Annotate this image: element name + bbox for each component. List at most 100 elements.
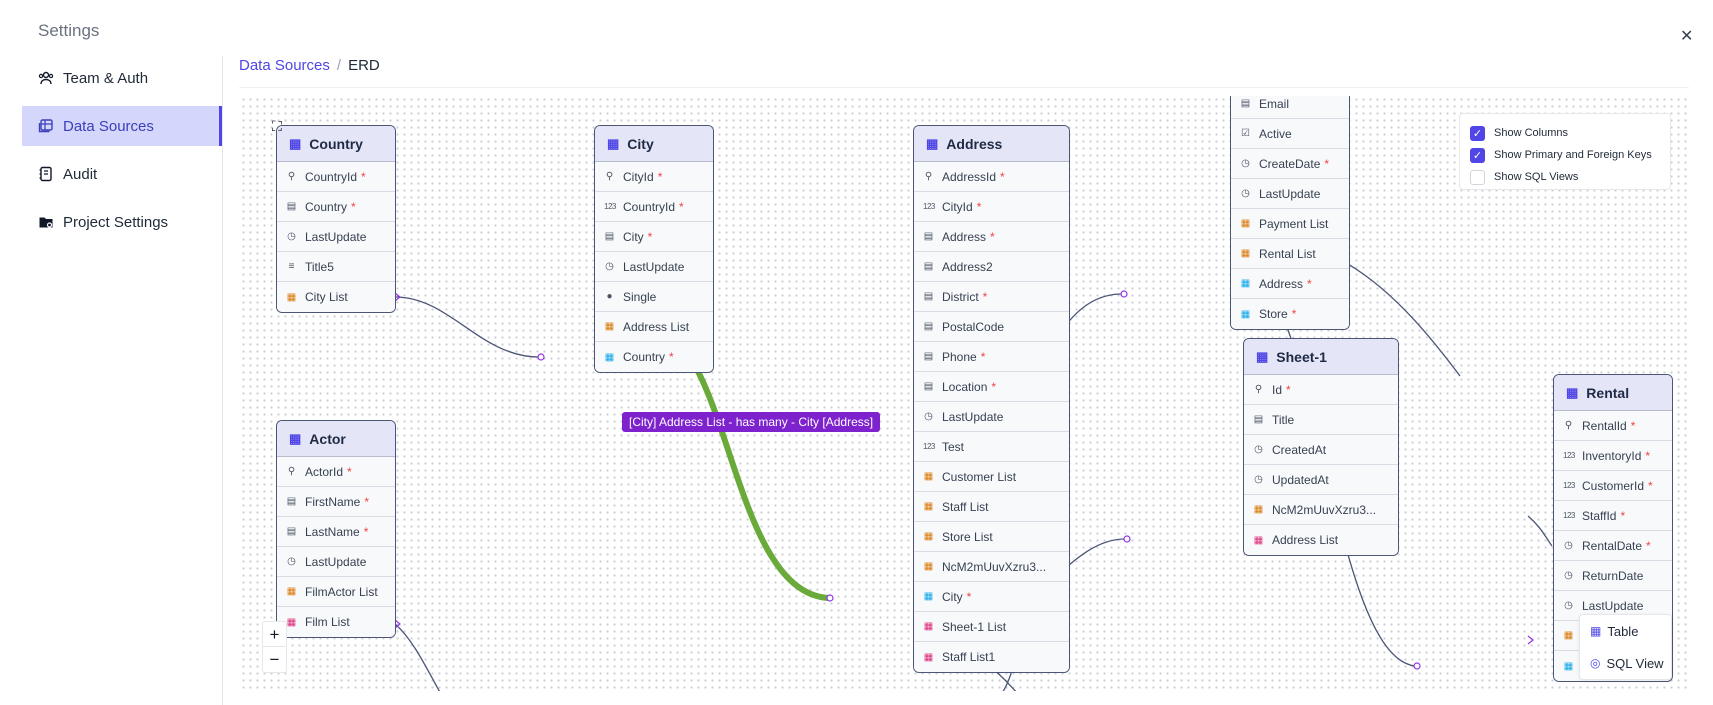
table-node-actor[interactable]: ▦Actor⚲ActorId*▤FirstName*▤LastName*◷Las… xyxy=(276,420,396,638)
column-row[interactable]: ◷LastUpdate xyxy=(595,252,713,282)
column-row[interactable]: ▦Payment List xyxy=(1231,209,1349,239)
table-header[interactable]: ▦Sheet-1 xyxy=(1244,339,1398,375)
column-name: CityId xyxy=(942,199,973,214)
text-field-icon: ▤ xyxy=(286,201,297,212)
sidebar-item-data-sources[interactable]: Data Sources xyxy=(22,106,222,146)
erd-canvas[interactable]: ▦Country⚲CountryId*▤Country*◷LastUpdate≡… xyxy=(240,96,1690,691)
table-node-partial[interactable]: ▤Email☑Active◷CreateDate*◷LastUpdate▦Pay… xyxy=(1230,96,1350,330)
column-row[interactable]: ▦City List xyxy=(277,282,395,312)
column-row[interactable]: ⚲Id* xyxy=(1244,375,1398,405)
required-marker: * xyxy=(1307,276,1312,291)
column-row[interactable]: ▦Address List xyxy=(595,312,713,342)
column-row[interactable]: ⚲CityId* xyxy=(595,162,713,192)
table-header[interactable]: ▦Country xyxy=(277,126,395,162)
column-row[interactable]: ⚲CountryId* xyxy=(277,162,395,192)
column-row[interactable]: ▦Sheet-1 List xyxy=(914,612,1069,642)
column-row[interactable]: ▦Address* xyxy=(1231,269,1349,299)
column-row[interactable]: ▦NcM2mUuvXzru3... xyxy=(914,552,1069,582)
column-row[interactable]: ▦City* xyxy=(914,582,1069,612)
close-icon[interactable]: ✕ xyxy=(1680,28,1694,45)
table-header[interactable]: ▦Rental xyxy=(1554,375,1672,411)
column-row[interactable]: ▦Store* xyxy=(1231,299,1349,329)
option-show-sql-views[interactable]: Show SQL Views xyxy=(1470,166,1660,188)
key-icon: ⚲ xyxy=(287,466,296,477)
sidebar-item-project-settings[interactable]: Project Settings xyxy=(22,202,222,242)
column-row[interactable]: ◷UpdatedAt xyxy=(1244,465,1398,495)
fullscreen-icon[interactable]: ⛶ xyxy=(272,118,282,134)
checkbox-unchecked-icon[interactable] xyxy=(1470,169,1485,185)
column-name: Staff List xyxy=(942,499,989,514)
column-row[interactable]: ▤Address* xyxy=(914,222,1069,252)
column-row[interactable]: ▤Country* xyxy=(277,192,395,222)
table-header[interactable]: ▦City xyxy=(595,126,713,162)
table-header[interactable]: ▦Address xyxy=(914,126,1069,162)
column-row[interactable]: ▦NcM2mUuvXzru3... xyxy=(1244,495,1398,525)
breadcrumb-data-sources-link[interactable]: Data Sources xyxy=(239,57,330,74)
column-row[interactable]: ☑Active xyxy=(1231,119,1349,149)
column-row[interactable]: ▦Store List xyxy=(914,522,1069,552)
column-row[interactable]: ▦Staff List1 xyxy=(914,642,1069,672)
column-row[interactable]: ▦Address List xyxy=(1244,525,1398,555)
column-row[interactable]: ◷CreatedAt xyxy=(1244,435,1398,465)
edge-actor-film[interactable] xyxy=(394,623,445,691)
column-row[interactable]: ◷LastUpdate xyxy=(914,402,1069,432)
column-name: Film List xyxy=(305,615,350,629)
column-row[interactable]: ≡Title5 xyxy=(277,252,395,282)
required-marker: * xyxy=(351,199,356,214)
column-row[interactable]: ◷LastUpdate xyxy=(277,222,395,252)
column-row[interactable]: ▤Address2 xyxy=(914,252,1069,282)
column-row[interactable]: ▤District* xyxy=(914,282,1069,312)
menu-item-table[interactable]: ▦Table xyxy=(1580,615,1671,647)
column-row[interactable]: ◷RentalDate* xyxy=(1554,531,1672,561)
column-row[interactable]: ▤PostalCode xyxy=(914,312,1069,342)
column-row[interactable]: ▤Title xyxy=(1244,405,1398,435)
column-row[interactable]: ⚲ActorId* xyxy=(277,457,395,487)
column-row[interactable]: ▦Staff List xyxy=(914,492,1069,522)
column-row[interactable]: ◷LastUpdate xyxy=(1231,179,1349,209)
column-row[interactable]: ▤City* xyxy=(595,222,713,252)
zoom-out-button[interactable]: − xyxy=(269,650,280,669)
data-sources-icon xyxy=(38,118,54,134)
column-row[interactable]: ▦Film List xyxy=(277,607,395,637)
column-name: Address xyxy=(942,229,987,244)
column-row[interactable]: ◷CreateDate* xyxy=(1231,149,1349,179)
column-row[interactable]: ▦Customer List xyxy=(914,462,1069,492)
menu-item-sql-view[interactable]: ◎SQL View xyxy=(1580,647,1671,679)
column-row[interactable]: ⚲RentalId* xyxy=(1554,411,1672,441)
column-row[interactable]: ▤Location* xyxy=(914,372,1069,402)
column-row[interactable]: ▦Rental List xyxy=(1231,239,1349,269)
column-row[interactable]: ◷ReturnDate xyxy=(1554,561,1672,591)
table-icon: ▦ xyxy=(289,135,302,151)
column-row[interactable]: ▦FilmActor List xyxy=(277,577,395,607)
option-show-columns[interactable]: ✓Show Columns xyxy=(1470,122,1660,144)
table-name: Rental xyxy=(1586,384,1630,401)
zoom-in-button[interactable]: + xyxy=(263,622,286,647)
column-row[interactable]: ●Single xyxy=(595,282,713,312)
column-row[interactable]: ⚲AddressId* xyxy=(914,162,1069,192)
column-name: Sheet-1 List xyxy=(942,619,1007,634)
column-row[interactable]: ▤LastName* xyxy=(277,517,395,547)
table-header[interactable]: ▦Actor xyxy=(277,421,395,457)
column-row[interactable]: ▤Email xyxy=(1231,96,1349,119)
table-node-sheet-1[interactable]: ▦Sheet-1⚲Id*▤Title◷CreatedAt◷UpdatedAt▦N… xyxy=(1243,338,1399,556)
checkbox-checked-icon[interactable]: ✓ xyxy=(1470,125,1485,141)
column-row[interactable]: ▤FirstName* xyxy=(277,487,395,517)
edge-country-city[interactable] xyxy=(394,296,540,358)
column-row[interactable]: ▦Country* xyxy=(595,342,713,372)
column-row[interactable]: ◷LastUpdate xyxy=(277,547,395,577)
option-show-keys[interactable]: ✓Show Primary and Foreign Keys xyxy=(1470,144,1660,166)
checkbox-checked-icon[interactable]: ✓ xyxy=(1470,147,1485,163)
column-row[interactable]: ▤Phone* xyxy=(914,342,1069,372)
edge-rental-right[interactable] xyxy=(1527,515,1553,547)
table-node-country[interactable]: ▦Country⚲CountryId*▤Country*◷LastUpdate≡… xyxy=(276,125,396,313)
sidebar-item-team-auth[interactable]: Team & Auth xyxy=(22,58,222,98)
sidebar-item-audit[interactable]: Audit xyxy=(22,154,222,194)
